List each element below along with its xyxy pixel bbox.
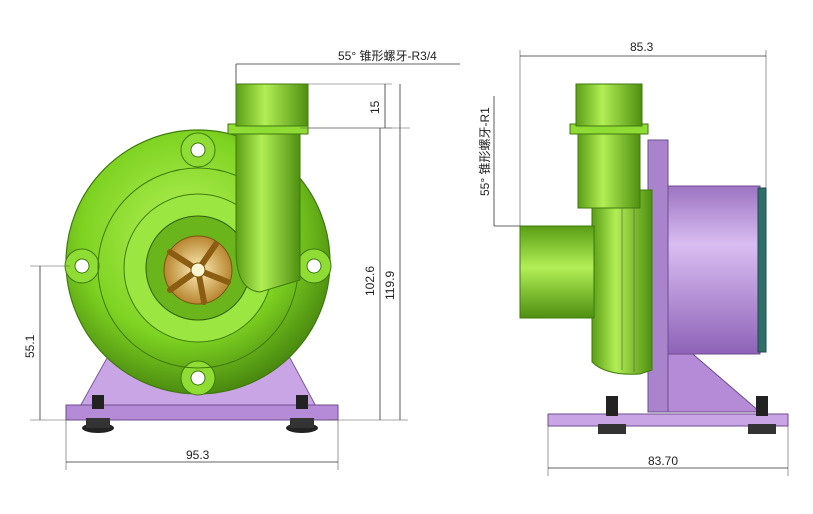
side-foot-left bbox=[598, 396, 626, 434]
front-dimensions bbox=[30, 63, 460, 470]
front-outlet-pipe bbox=[227, 83, 309, 293]
side-outlet-pipe bbox=[569, 83, 649, 209]
front-thread-label: 55° 锥形螺牙-R3/4 bbox=[338, 49, 437, 63]
front-foot-left bbox=[82, 395, 114, 433]
side-foot-right bbox=[748, 396, 776, 434]
front-foot-right bbox=[286, 395, 318, 433]
side-volute bbox=[591, 188, 653, 375]
side-inlet-pipe bbox=[519, 225, 595, 319]
dim-inner-height: 102.6 bbox=[363, 266, 377, 296]
dim-front-width: 95.3 bbox=[186, 448, 210, 462]
front-view: 55° 锥形螺牙-R3/4 15 102.6 119.9 55.1 95.3 bbox=[23, 49, 460, 470]
side-dimensions bbox=[493, 50, 789, 476]
side-motor-body bbox=[659, 185, 767, 355]
dim-center-height: 55.1 bbox=[23, 334, 37, 358]
dim-total-height: 119.9 bbox=[383, 271, 397, 300]
dim-outlet-height: 15 bbox=[368, 100, 382, 114]
side-thread-label: 55° 锥形螺牙-R1 bbox=[478, 107, 492, 196]
dim-side-base-width: 83.70 bbox=[648, 454, 678, 468]
dim-side-top-width: 85.3 bbox=[630, 40, 654, 54]
front-impeller bbox=[163, 235, 233, 305]
side-view: 85.3 55° 锥形螺牙-R1 83.70 bbox=[478, 40, 789, 476]
